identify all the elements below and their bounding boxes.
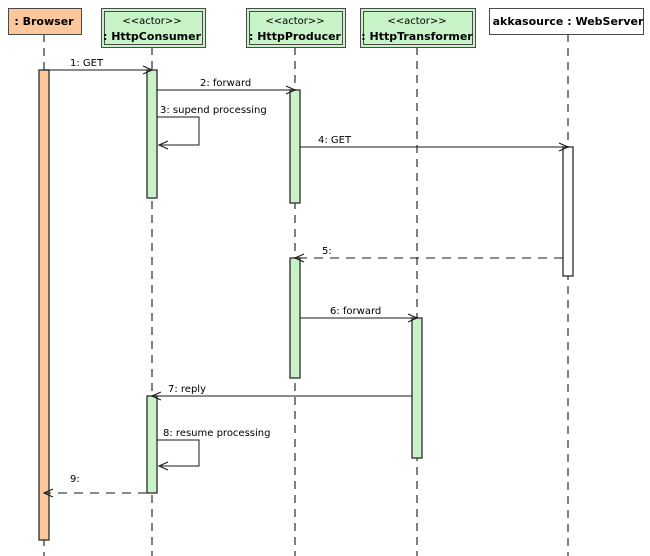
lifeline-head-box-httptransformer [360, 8, 476, 48]
activation-bar-httptransformer [411, 317, 423, 459]
lifeline-head-inner-border-httptransformer [363, 11, 473, 45]
activation-bar-httpproducer [289, 257, 301, 379]
message-5[interactable]: 5: [293, 246, 563, 263]
lifeline-name-webserver: akkasource : WebServer [493, 15, 644, 28]
lifeline-stereotype-httptransformer: <<actor>> [387, 16, 446, 27]
message-1[interactable]: 1: GET [44, 58, 154, 75]
lifeline-head-box-browser [8, 8, 82, 35]
message-3[interactable]: 3: supend processing [157, 105, 267, 150]
message-6[interactable]: 6: forward [300, 306, 419, 323]
activation-bar-httpconsumer [146, 69, 158, 199]
lifeline-head-webserver[interactable]: akkasource : WebServer [489, 8, 644, 35]
activation-bar-httpconsumer [146, 395, 158, 494]
message-8[interactable]: 8: resume processing [157, 428, 270, 471]
arrow-head [293, 253, 305, 263]
message-label-3: 3: supend processing [160, 105, 267, 116]
message-4[interactable]: 4: GET [300, 135, 570, 152]
arrow-head [558, 142, 570, 152]
activation-layer [38, 69, 574, 541]
arrow-head [42, 488, 54, 498]
message-layer: 1: GET 2: forward 3: supend processing 4: G… [42, 58, 570, 498]
lifeline-name-httpproducer: : HttpProducer [249, 30, 342, 43]
message-2[interactable]: 2: forward [157, 78, 297, 95]
lifeline-head-httptransformer[interactable]: <<actor>> : HttpTransformer [360, 8, 476, 48]
message-label-7: 7: reply [168, 384, 206, 395]
lifeline-head-layer: : Browser<<actor>>: HttpConsumer<<actor>… [8, 8, 644, 48]
activation-bar-browser [38, 69, 50, 541]
message-self-path-3 [157, 116, 200, 146]
lifeline-head-browser[interactable]: : Browser [8, 8, 82, 35]
lifeline-head-box-httpconsumer [101, 8, 206, 48]
lifeline-name-httpconsumer: : HttpConsumer [103, 30, 202, 43]
lifeline-stereotype-httpconsumer: <<actor>> [122, 16, 181, 27]
lifeline-head-inner-border-httpconsumer [104, 11, 203, 45]
lifeline-head-box-httpproducer [246, 8, 346, 48]
lifeline-head-httpconsumer[interactable]: <<actor>> : HttpConsumer [101, 8, 206, 48]
lifeline-name-httptransformer: : HttpTransformer [361, 30, 473, 43]
lifeline-head-box-webserver [489, 8, 644, 35]
message-label-5: 5: [322, 246, 332, 257]
lifeline-layer [43, 34, 569, 556]
activation-bar-webserver [562, 146, 574, 277]
arrow-head [157, 461, 169, 471]
lifeline-stereotype-httpproducer: <<actor>> [265, 16, 324, 27]
message-label-1: 1: GET [70, 58, 104, 69]
arrow-head [157, 140, 169, 150]
message-label-8: 8: resume processing [163, 428, 270, 439]
lifeline-head-inner-border-httpproducer [249, 11, 343, 45]
message-label-4: 4: GET [318, 135, 352, 146]
message-label-9: 9: [70, 474, 80, 485]
arrow-head [142, 65, 154, 75]
activation-bar-httpproducer [289, 89, 301, 204]
message-7[interactable]: 7: reply [150, 384, 412, 401]
message-9[interactable]: 9: [42, 474, 147, 498]
message-self-path-8 [157, 439, 200, 467]
arrow-head [407, 313, 419, 323]
arrow-head [150, 391, 162, 401]
arrow-head [285, 85, 297, 95]
message-label-2: 2: forward [200, 78, 251, 89]
lifeline-name-browser: : Browser [14, 15, 74, 28]
lifeline-head-httpproducer[interactable]: <<actor>> : HttpProducer [246, 8, 346, 48]
message-label-6: 6: forward [330, 306, 381, 317]
